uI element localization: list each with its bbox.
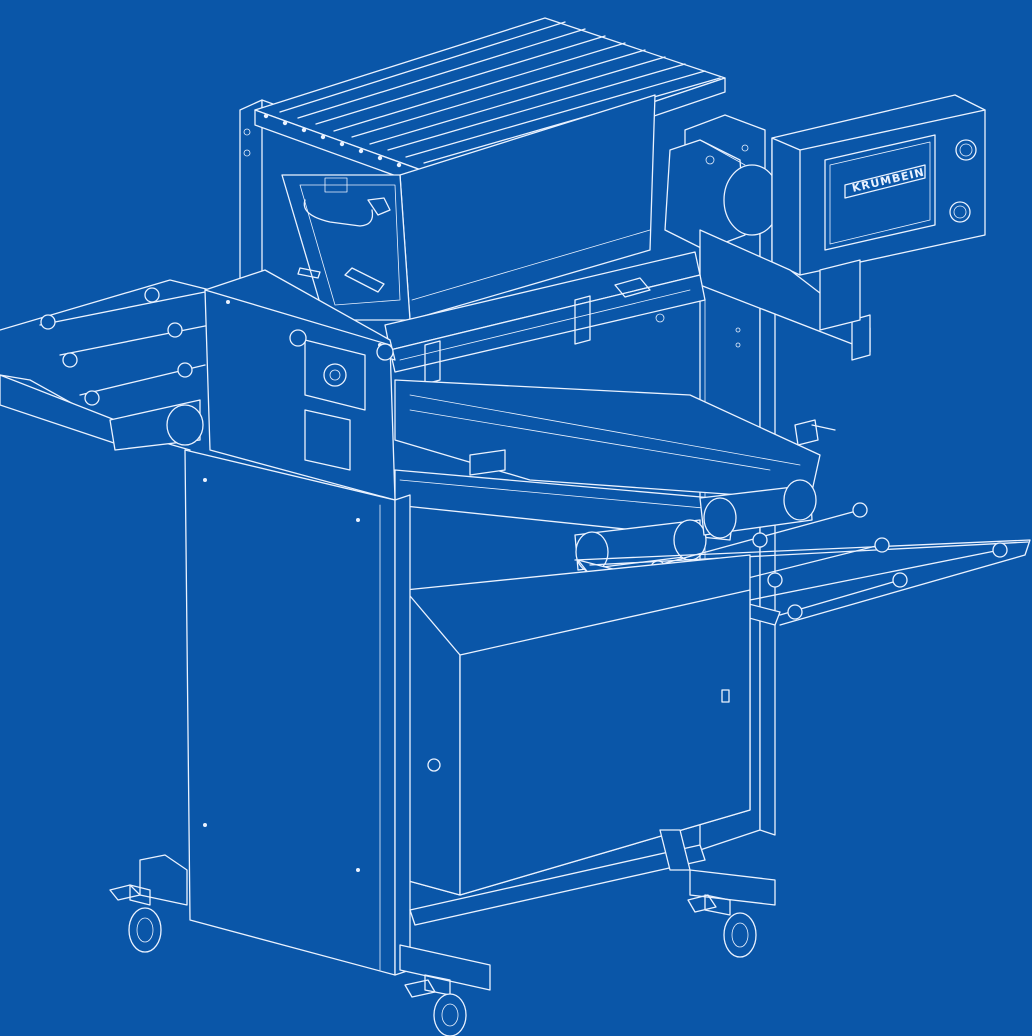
drive-motor bbox=[664, 114, 781, 251]
left-roller-table bbox=[0, 279, 216, 451]
caster-wheel-rear-right bbox=[687, 894, 757, 958]
control-box: KRUMBEIN bbox=[699, 94, 986, 361]
caster-wheel-front-left bbox=[109, 884, 162, 953]
caster-wheel-front-right bbox=[404, 974, 467, 1036]
conveyor-belts bbox=[394, 379, 836, 573]
cabinet-lock-icon bbox=[721, 689, 730, 703]
lower-cabinet bbox=[404, 554, 751, 896]
front-side-panel bbox=[184, 269, 411, 976]
